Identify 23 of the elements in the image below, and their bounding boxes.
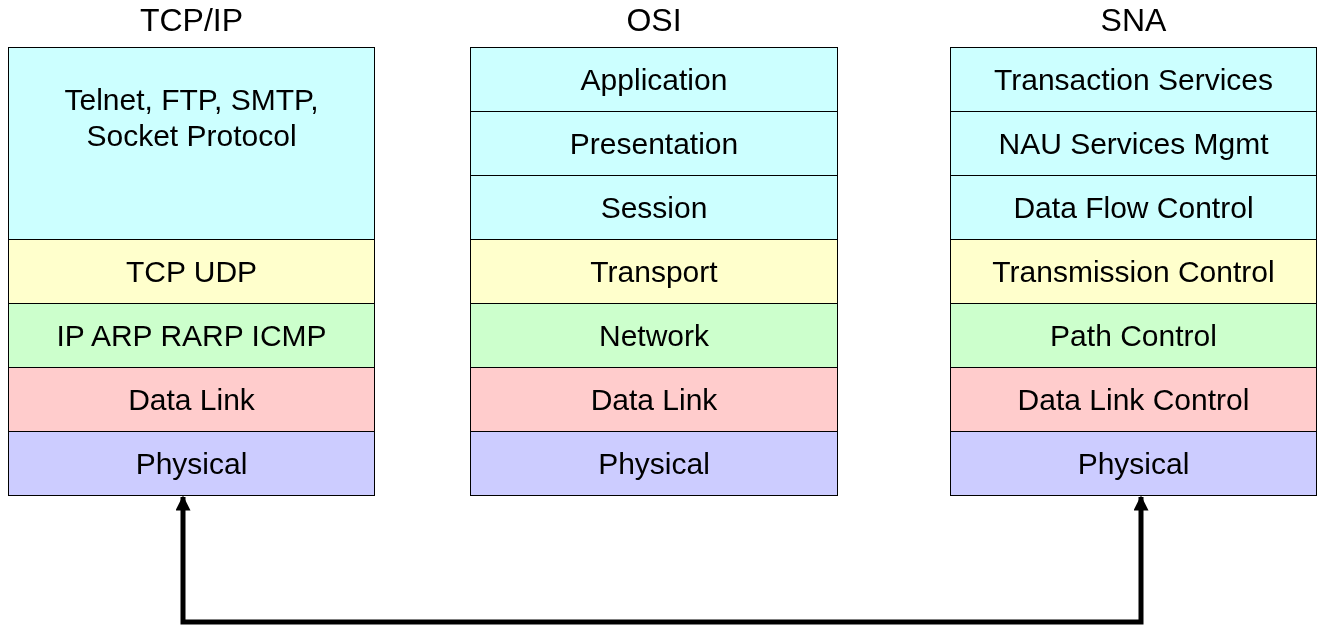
layer-box: Transport — [470, 239, 838, 304]
layer-box: Telnet, FTP, SMTP, Socket Protocol — [8, 47, 375, 240]
layer-box: Transaction Services — [950, 47, 1317, 112]
layer-box: IP ARP RARP ICMP — [8, 303, 375, 368]
layer-box: Network — [470, 303, 838, 368]
column-heading: TCP/IP — [138, 2, 245, 38]
layer-box: TCP UDP — [8, 239, 375, 304]
layer-box: Physical — [470, 431, 838, 496]
layer-box: Presentation — [470, 111, 838, 176]
layer-box: Session — [470, 175, 838, 240]
arrow — [175, 495, 1149, 625]
layer-box: Data Link — [8, 367, 375, 432]
layer-box: Physical — [950, 431, 1317, 496]
layer-box: Data Link — [470, 367, 838, 432]
layer-box: Physical — [8, 431, 375, 496]
layer-box: Application — [470, 47, 838, 112]
layer-box: Data Flow Control — [950, 175, 1317, 240]
layer-box: Transmission Control — [950, 239, 1317, 304]
column-heading: OSI — [625, 2, 683, 38]
layer-box: Path Control — [950, 303, 1317, 368]
layer-box: Data Link Control — [950, 367, 1317, 432]
layer-box: NAU Services Mgmt — [950, 111, 1317, 176]
column-heading: SNA — [1099, 2, 1168, 38]
